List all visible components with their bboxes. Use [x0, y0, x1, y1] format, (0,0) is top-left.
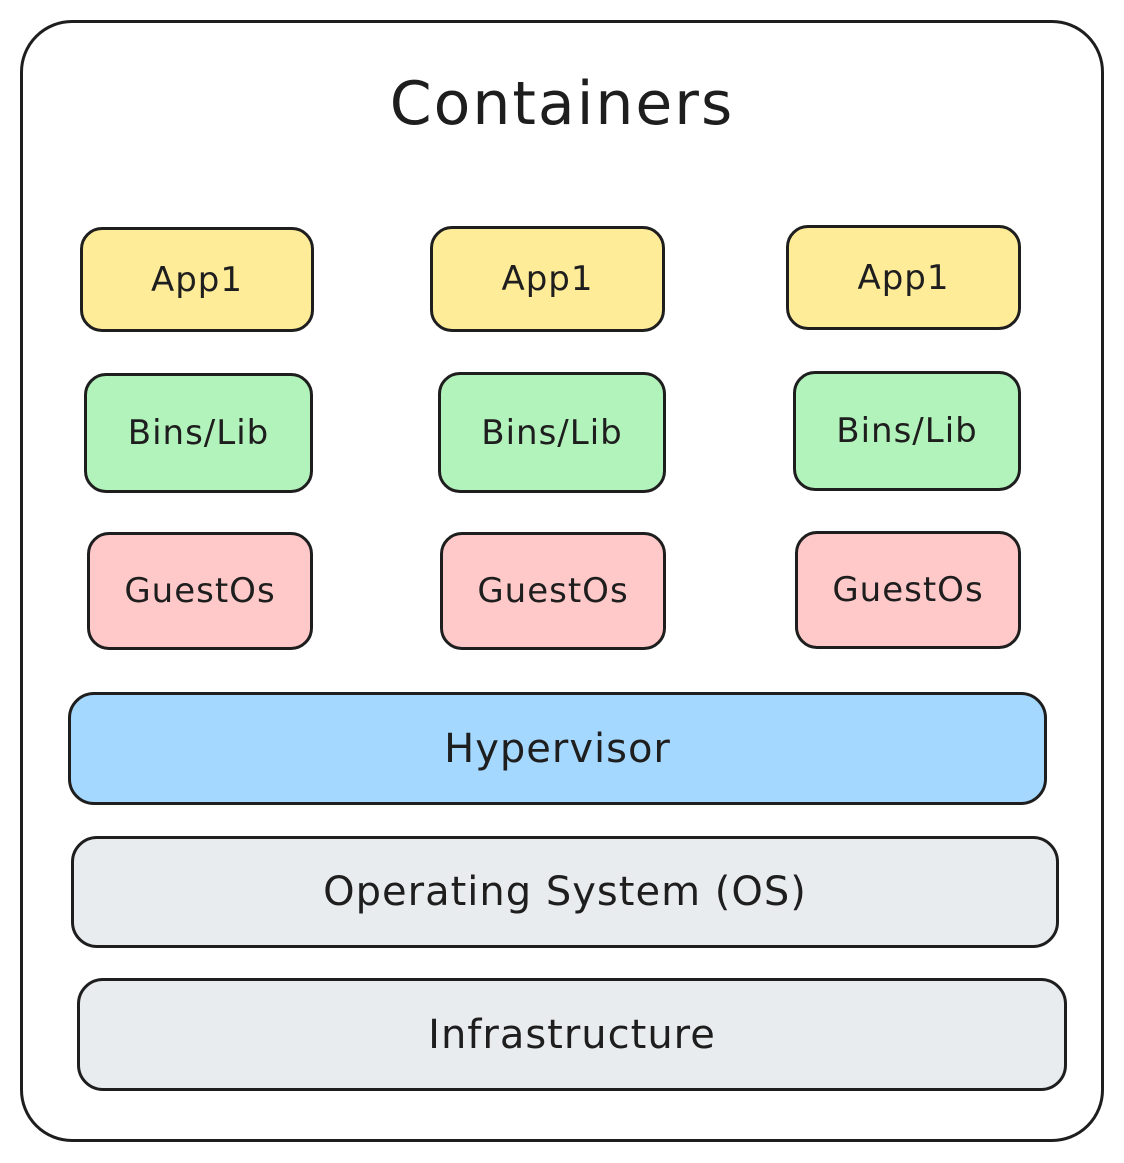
guest-os-box-3: GuestOs [795, 531, 1021, 649]
bins-lib-box-2: Bins/Lib [438, 372, 666, 493]
app-box-3: App1 [786, 225, 1021, 330]
hypervisor-layer: Hypervisor [68, 692, 1047, 805]
app-box-1: App1 [80, 227, 314, 332]
bins-lib-box-1: Bins/Lib [84, 373, 313, 493]
guest-os-box-2: GuestOs [440, 532, 666, 650]
bins-lib-box-3: Bins/Lib [793, 371, 1021, 491]
guest-os-box-1: GuestOs [87, 532, 313, 650]
operating-system-layer: Operating System (OS) [71, 836, 1059, 948]
infrastructure-layer: Infrastructure [77, 978, 1067, 1091]
diagram-title: Containers [389, 69, 735, 139]
app-box-2: App1 [430, 226, 665, 332]
